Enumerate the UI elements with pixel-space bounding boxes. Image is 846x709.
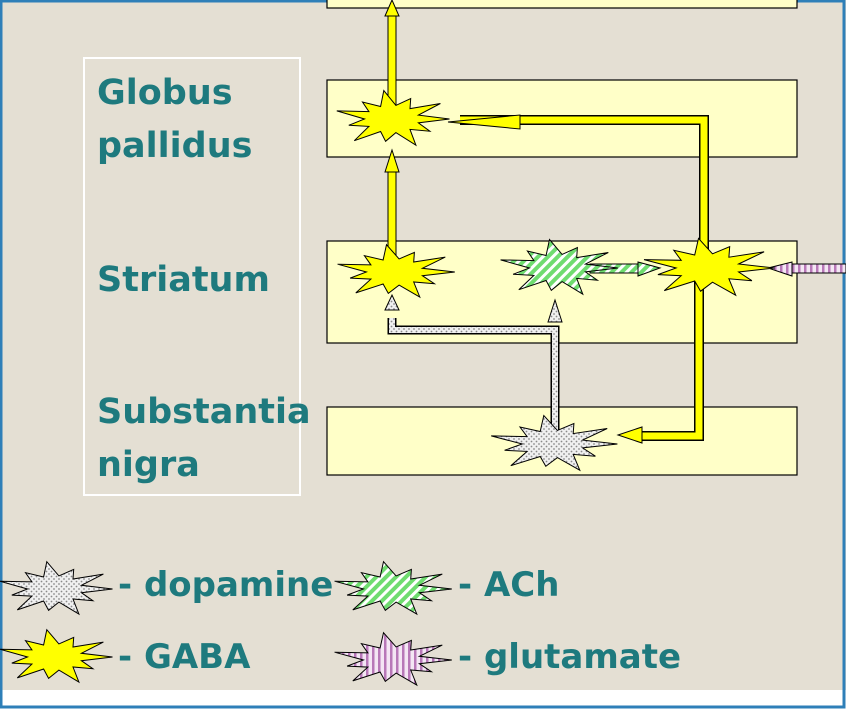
sn-dopamine-burst	[491, 414, 618, 472]
legend-glutamate-icon	[334, 631, 452, 687]
legend-icons	[0, 560, 452, 687]
label-panel	[83, 57, 301, 496]
dopamine-pathway	[384, 293, 563, 430]
globus-pallidus-label: Globus pallidus	[97, 73, 252, 166]
legend-gaba-label: - GABA	[118, 637, 251, 677]
legend-glutamate-label: - glutamate	[458, 637, 681, 677]
legend-ach-label: - ACh	[458, 565, 559, 605]
striatum-gaba-burst-right	[643, 237, 775, 297]
gp-gaba-burst	[336, 89, 450, 147]
glutamate-pathway	[766, 261, 846, 277]
top-region-box	[326, 0, 798, 9]
legend-ach-icon	[334, 560, 452, 616]
substantia-label-line1: Substantia	[97, 392, 311, 432]
neuron-bursts	[336, 89, 775, 472]
legend-dopamine-label: - dopamine	[118, 565, 333, 605]
globus-label-line1: Globus	[97, 73, 233, 113]
globus-label-line2: pallidus	[97, 126, 252, 166]
legend-dopamine-icon	[0, 560, 113, 616]
legend: - dopamine - ACh - GABA - glutamate	[0, 560, 681, 687]
substantia-label-line2: nigra	[97, 445, 200, 485]
striatum-ach-burst	[500, 238, 618, 296]
striatum-gaba-burst-left	[337, 243, 455, 299]
legend-gaba-icon	[0, 628, 113, 684]
substantia-nigra-label: Substantia nigra	[97, 392, 323, 485]
striatum-label: Striatum	[97, 260, 270, 300]
